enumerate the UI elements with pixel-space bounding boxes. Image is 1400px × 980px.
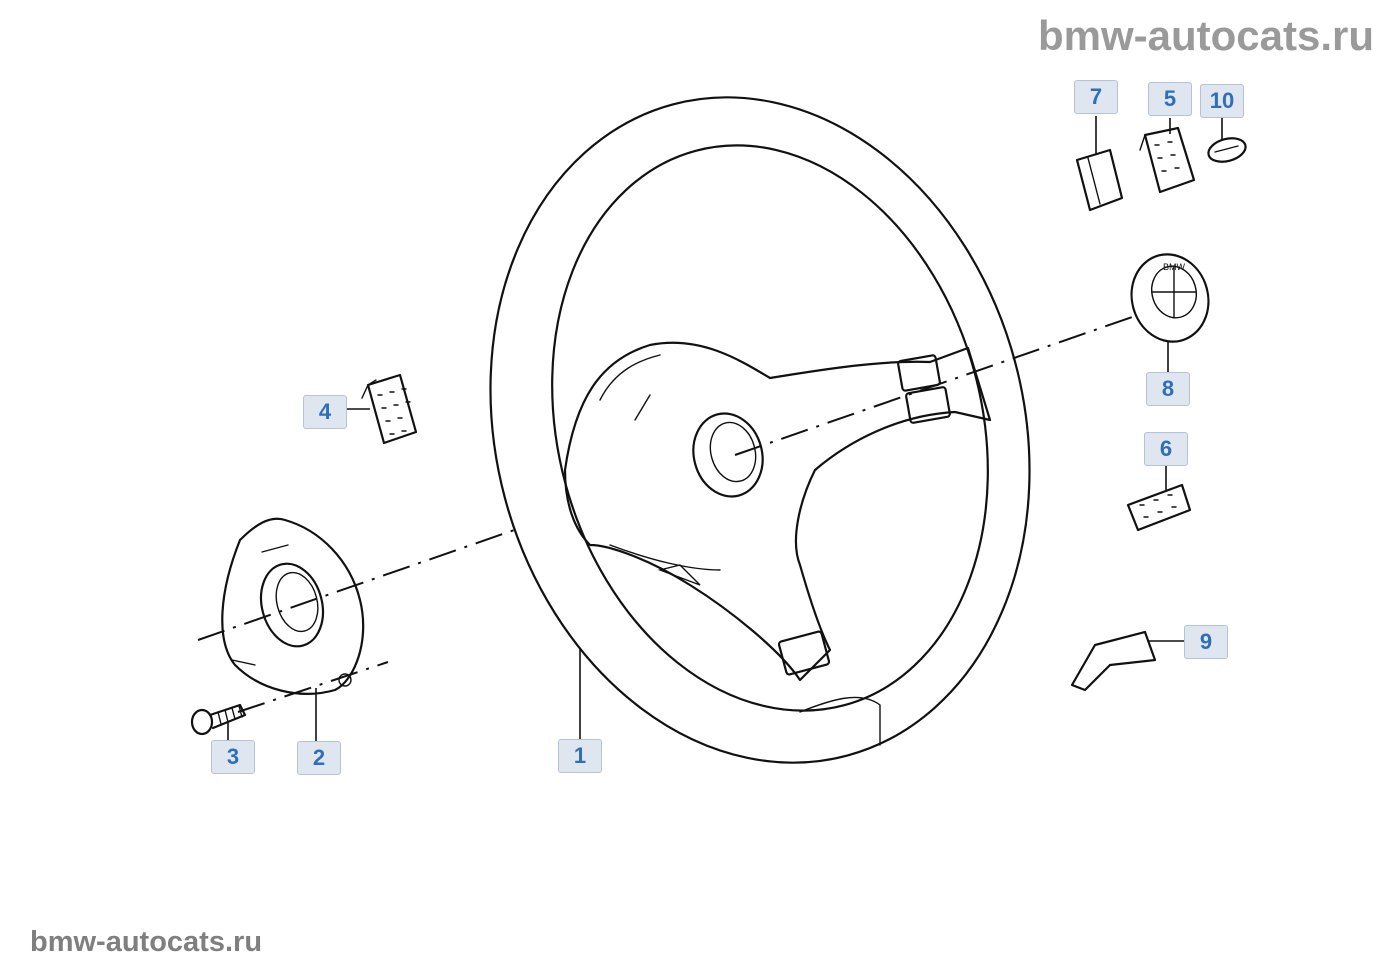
switch-pad-part-5 [1139, 126, 1196, 194]
assembly-axis-line [197, 527, 521, 641]
watermark-bottom: bmw-autocats.ru [30, 926, 263, 958]
clip-part-7 [1075, 148, 1124, 212]
callout-2: 2 [297, 741, 341, 775]
callout-7: 7 [1074, 80, 1118, 114]
emblem-lettering: BMW [1163, 262, 1186, 272]
switch-pad-part-6 [1126, 483, 1192, 532]
screw-part [190, 703, 247, 736]
steering-wheel-part [489, 96, 1031, 764]
assembly-axis-line-lower [237, 661, 389, 713]
watermark-top: bmw-autocats.ru [1037, 12, 1374, 59]
callout-9: 9 [1184, 625, 1228, 659]
hub-adapter-part [221, 517, 365, 695]
horn-emblem-part: BMW [1130, 253, 1210, 343]
callout-1: 1 [558, 739, 602, 773]
cap-part-10 [1207, 137, 1247, 163]
callout-6: 6 [1144, 432, 1188, 466]
callout-10: 10 [1200, 84, 1244, 118]
trim-piece-part-9 [1070, 630, 1157, 692]
switch-pad-part-4 [361, 373, 418, 445]
callout-8: 8 [1146, 372, 1190, 406]
callout-3: 3 [211, 740, 255, 774]
callout-5: 5 [1148, 82, 1192, 116]
callout-4: 4 [303, 395, 347, 429]
